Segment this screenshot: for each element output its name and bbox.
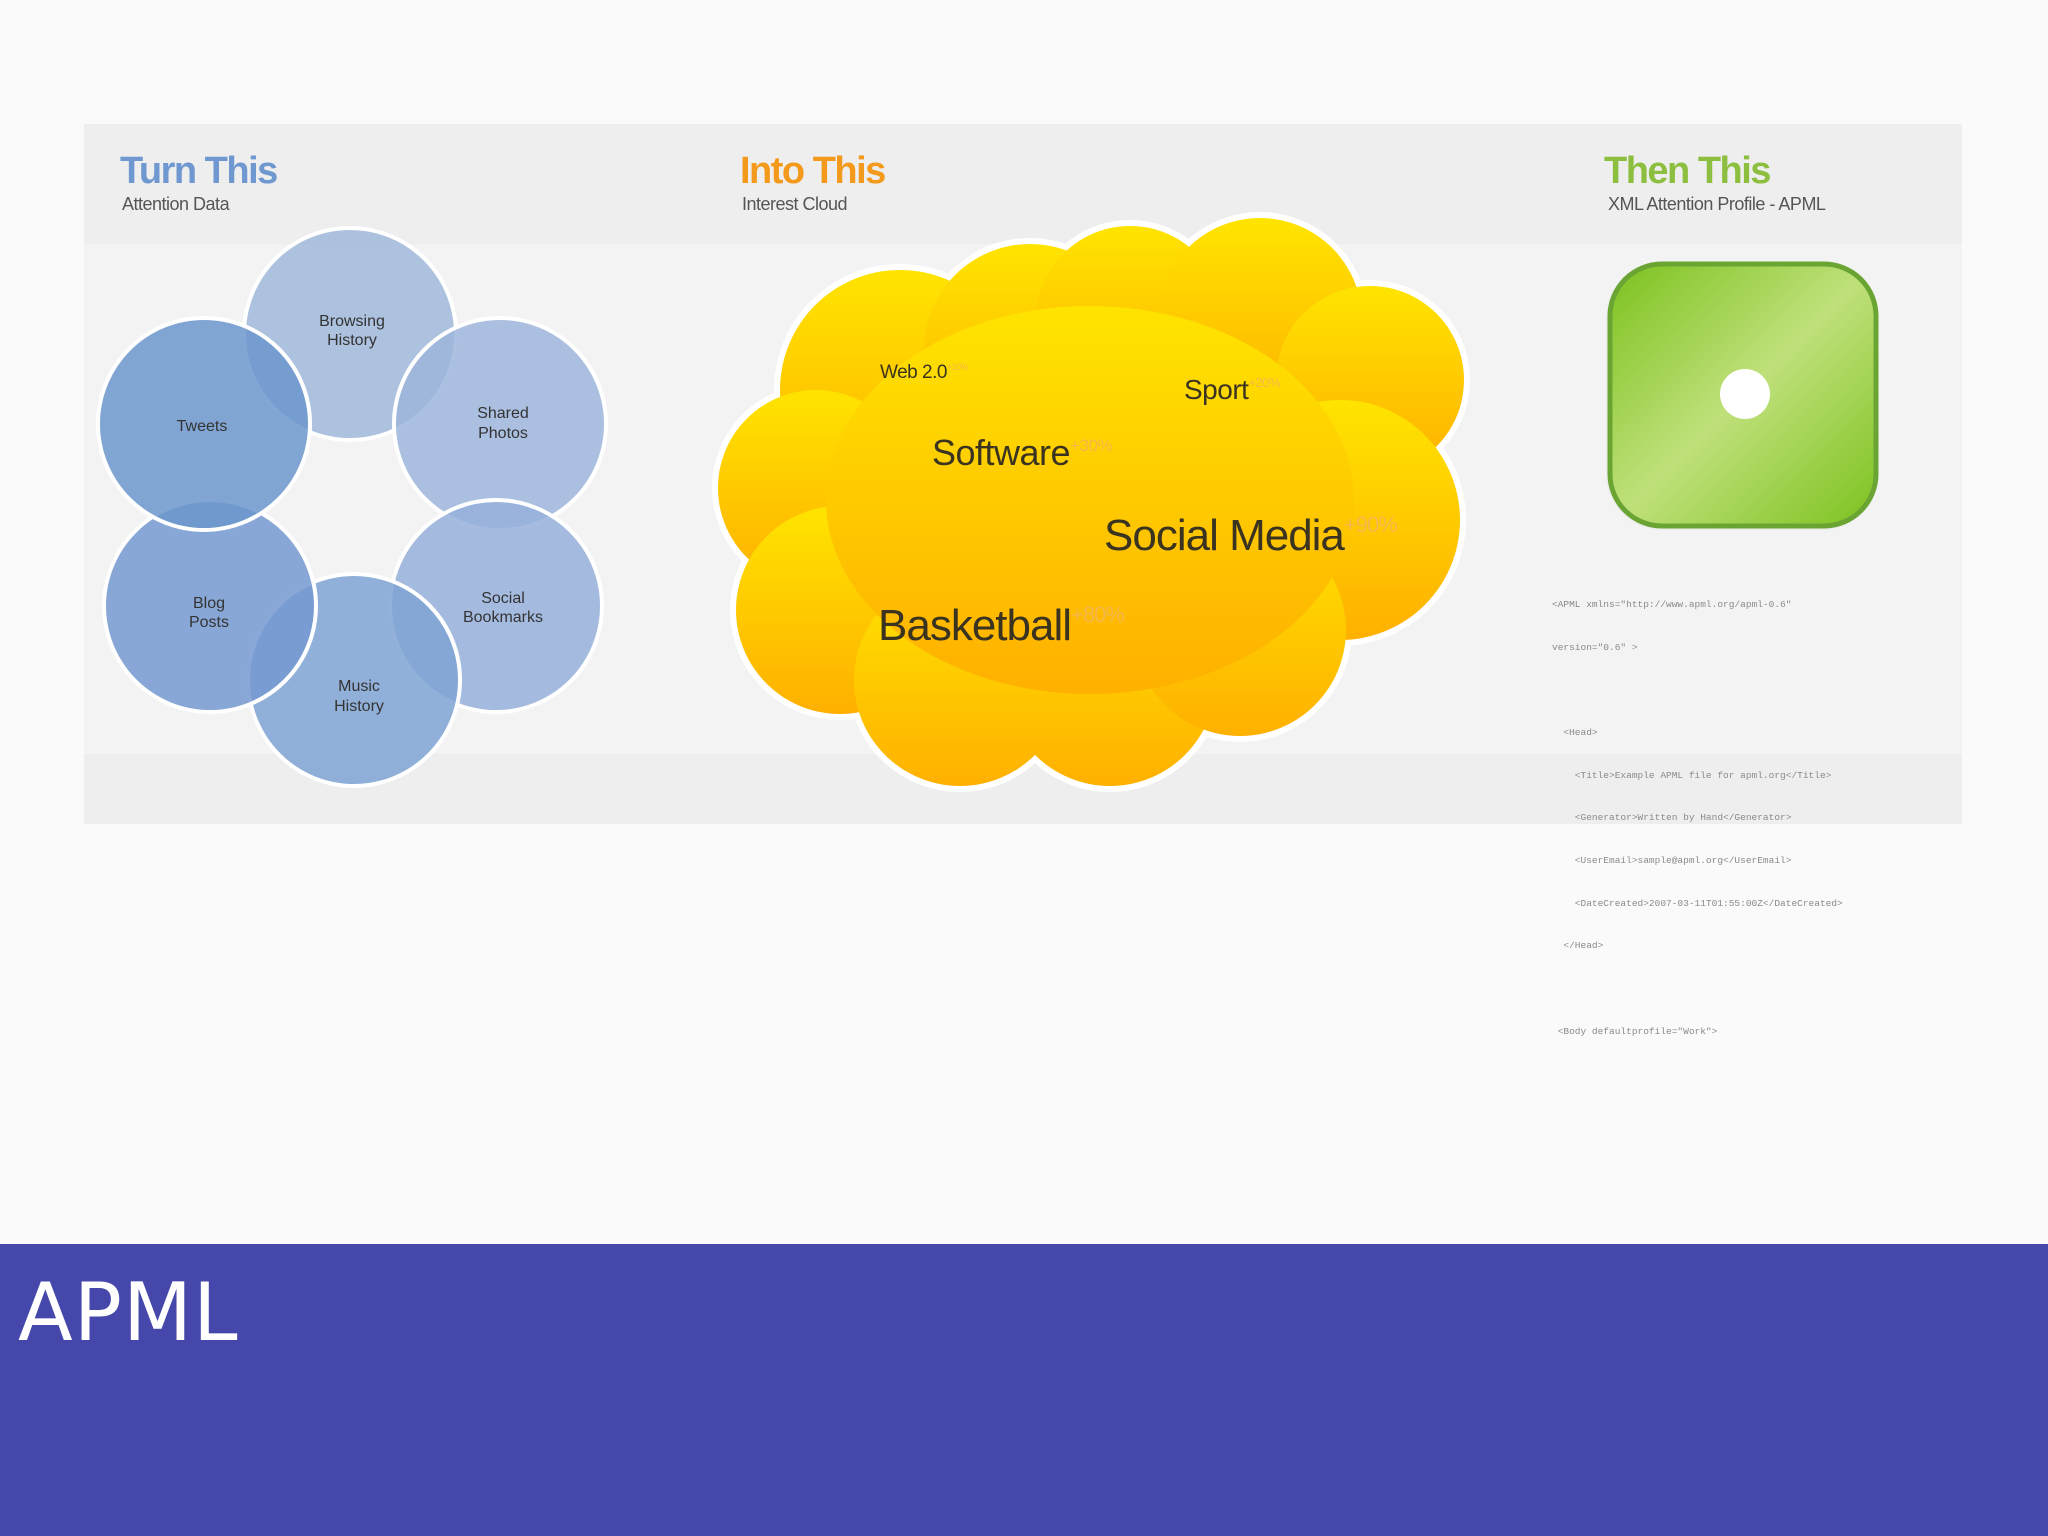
circle-label-3b: Bookmarks — [463, 609, 543, 626]
cloud-term-social-media: Social Media+90% — [1104, 511, 1397, 560]
cloud-pct-social-media: +90% — [1344, 512, 1397, 537]
cloud-pct-sport: +20% — [1248, 375, 1281, 390]
cloud-term-basketball: Basketball+80% — [878, 601, 1124, 650]
into-this-title: Into This — [740, 150, 886, 192]
xml-line: ​ — [1552, 982, 1972, 996]
circle-label-2b: Photos — [478, 425, 528, 442]
circle-label-5b: Posts — [189, 614, 229, 631]
slide-footer: APML — [0, 1244, 2048, 1536]
then-this-title: Then This — [1604, 150, 1771, 192]
apml-xml-snippet: <APML xmlns="http://www.apml.org/apml-0.… — [1552, 570, 1972, 1053]
xml-line: <DateCreated>2007-03-11T01:55:00Z</DateC… — [1552, 897, 1843, 909]
xml-line: </Head> — [1552, 940, 1604, 952]
circle-label-2a: Shared — [477, 405, 529, 422]
circle-label-6a: Tweets — [177, 418, 228, 435]
apml-icon-dot — [1720, 369, 1770, 419]
circle-tweets — [96, 316, 312, 532]
xml-line: <Generator>Written by Hand</Generator> — [1552, 812, 1792, 824]
cloud-pct-software: +30% — [1070, 436, 1112, 455]
xml-line: ​ — [1552, 684, 1972, 698]
circle-label-4a: Music — [338, 678, 380, 695]
xml-line: <Body defaultprofile="Work"> — [1552, 1025, 1718, 1037]
circle-label-1b: History — [327, 332, 377, 349]
cloud-pct-web20: +10% — [947, 362, 969, 372]
xml-line: <Title>Example APML file for apml.org</T… — [1552, 769, 1832, 781]
turn-this-subtitle: Attention Data — [122, 194, 230, 214]
then-this-subtitle: XML Attention Profile - APML — [1608, 194, 1826, 214]
xml-line: <APML xmlns="http://www.apml.org/apml-0.… — [1552, 599, 1792, 611]
cloud-pct-basketball: +80% — [1071, 602, 1124, 627]
cloud-term-web20: Web 2.0+10% — [880, 362, 969, 383]
into-this-subtitle: Interest Cloud — [742, 194, 848, 214]
xml-line: version="0.6" > — [1552, 642, 1638, 654]
cloud-term-software: Software+30% — [932, 432, 1112, 473]
circle-label-5a: Blog — [193, 595, 225, 612]
slide-title: APML — [18, 1266, 239, 1359]
circle-label-1a: Browsing — [319, 313, 385, 330]
circle-label-3a: Social — [481, 590, 525, 607]
cloud-shape — [712, 212, 1470, 792]
turn-this-title: Turn This — [120, 150, 278, 192]
xml-line: <Head> — [1552, 727, 1598, 739]
cloud-term-sport: Sport+20% — [1184, 374, 1281, 405]
circle-label-4b: History — [334, 698, 384, 715]
xml-line: <UserEmail>sample@apml.org</UserEmail> — [1552, 855, 1792, 867]
